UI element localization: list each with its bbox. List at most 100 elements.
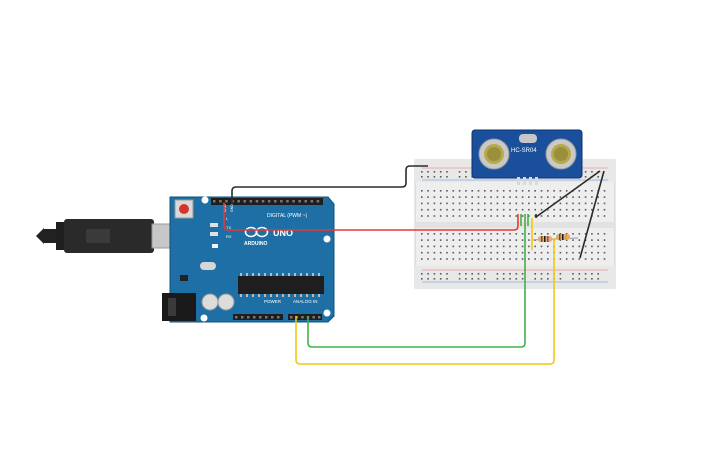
- pin-hole: [559, 215, 562, 217]
- breadboard[interactable]: [414, 159, 616, 289]
- pin-hole: [465, 258, 467, 260]
- pin-hole: [312, 294, 314, 297]
- aref-label: AREF: [223, 203, 227, 212]
- pin-hole: [515, 251, 518, 254]
- pin-hole: [521, 278, 524, 280]
- pin-hole: [280, 200, 283, 203]
- pin-hole: [572, 233, 574, 235]
- pin-hole: [496, 190, 499, 192]
- pin-hole: [433, 171, 436, 173]
- pin-hole: [458, 190, 461, 192]
- pin-hole: [446, 215, 448, 217]
- pin-hole: [265, 316, 268, 319]
- reset-button-cap[interactable]: [179, 204, 189, 214]
- pin-hole: [515, 208, 518, 211]
- pin-hole: [496, 245, 499, 248]
- ultrasonic-transducer-left: [478, 138, 510, 170]
- usb-cable[interactable]: [36, 219, 179, 253]
- pin-hole: [306, 273, 308, 276]
- pin-hole: [439, 171, 442, 173]
- pin-hole: [243, 200, 246, 203]
- pin-hole: [540, 251, 543, 254]
- pin-hole: [433, 278, 436, 280]
- ultrasonic-transducer-right: [545, 138, 577, 170]
- pin-hole: [477, 258, 480, 260]
- wire-ground-return[interactable]: [579, 170, 605, 259]
- pin-hole: [603, 233, 606, 235]
- pin-hole: [477, 251, 480, 254]
- pin-hole: [240, 273, 242, 276]
- wire-signal-yellow[interactable]: [295, 238, 555, 365]
- pin-hole: [572, 278, 574, 280]
- resistor[interactable]: [531, 234, 579, 242]
- pin-hole: [553, 196, 555, 198]
- pin-hole: [300, 294, 302, 297]
- pin-hole: [310, 200, 314, 203]
- pin-hole: [439, 251, 442, 254]
- pin-hole: [235, 316, 238, 319]
- pin-hole: [490, 196, 492, 198]
- pin-hole: [584, 176, 587, 178]
- wire-sensor-gnd[interactable]: [535, 170, 601, 218]
- pin-hole: [427, 258, 429, 260]
- pin-hole: [288, 273, 290, 276]
- pin-hole: [502, 245, 505, 248]
- pin-hole: [433, 208, 436, 211]
- sensor-model-label: HC-SR04: [511, 148, 537, 154]
- pin-hole: [515, 245, 518, 248]
- pin-hole: [496, 251, 499, 254]
- arduino-uno-board[interactable]: DIGITAL (PWM ~) GND AREF TX RX L UNO ARD…: [162, 196, 335, 323]
- pin-hole: [603, 239, 606, 241]
- pin-hole: [502, 251, 505, 254]
- pin-hole: [528, 239, 530, 241]
- pin-hole: [534, 245, 536, 248]
- pin-hole: [427, 196, 429, 198]
- wire-5v-red[interactable]: [223, 204, 519, 231]
- wire-signal-green[interactable]: [307, 214, 526, 348]
- pin-hole: [534, 273, 536, 275]
- pin-hole: [490, 208, 492, 211]
- pin-hole: [458, 176, 461, 178]
- pin-hole: [276, 273, 278, 276]
- pin-hole: [597, 202, 599, 205]
- pin-hole: [496, 215, 499, 217]
- pin-hole: [578, 190, 581, 192]
- pin-hole: [427, 176, 429, 178]
- pin-hole: [490, 258, 492, 260]
- pin-hole: [421, 196, 423, 198]
- pin-hole: [484, 202, 486, 205]
- pin-hole: [439, 278, 442, 280]
- pin-hole: [471, 258, 473, 260]
- pin-hole: [547, 245, 549, 248]
- hc-sr04-sensor[interactable]: HC-SR04: [471, 129, 583, 185]
- pin-hole: [446, 202, 448, 205]
- pin-hole: [515, 258, 518, 260]
- wire-gnd-black[interactable]: [231, 165, 428, 204]
- pin-hole: [484, 196, 486, 198]
- analog-label: ANALOG IN: [293, 299, 318, 304]
- pin-hole: [446, 239, 448, 241]
- pin-hole: [502, 202, 505, 205]
- pin-hole: [540, 258, 543, 260]
- pin-hole: [509, 258, 511, 260]
- pin-hole: [252, 294, 254, 297]
- pin-hole: [446, 196, 448, 198]
- pin-hole: [547, 215, 549, 217]
- pin-hole: [490, 251, 492, 254]
- pin-hole: [565, 196, 568, 198]
- pin-hole: [509, 273, 511, 275]
- pin-hole: [553, 233, 555, 235]
- pin-hole: [591, 251, 593, 254]
- pin-hole: [565, 245, 568, 248]
- pin-hole: [502, 278, 505, 280]
- pin-hole: [446, 233, 448, 235]
- pin-hole: [219, 200, 222, 203]
- pin-hole: [496, 202, 499, 205]
- pin-hole: [540, 196, 543, 198]
- pin-hole: [496, 278, 499, 280]
- tx-label: TX: [226, 225, 231, 230]
- pin-hole: [484, 245, 486, 248]
- pin-hole: [591, 171, 593, 173]
- pin-hole: [521, 251, 524, 254]
